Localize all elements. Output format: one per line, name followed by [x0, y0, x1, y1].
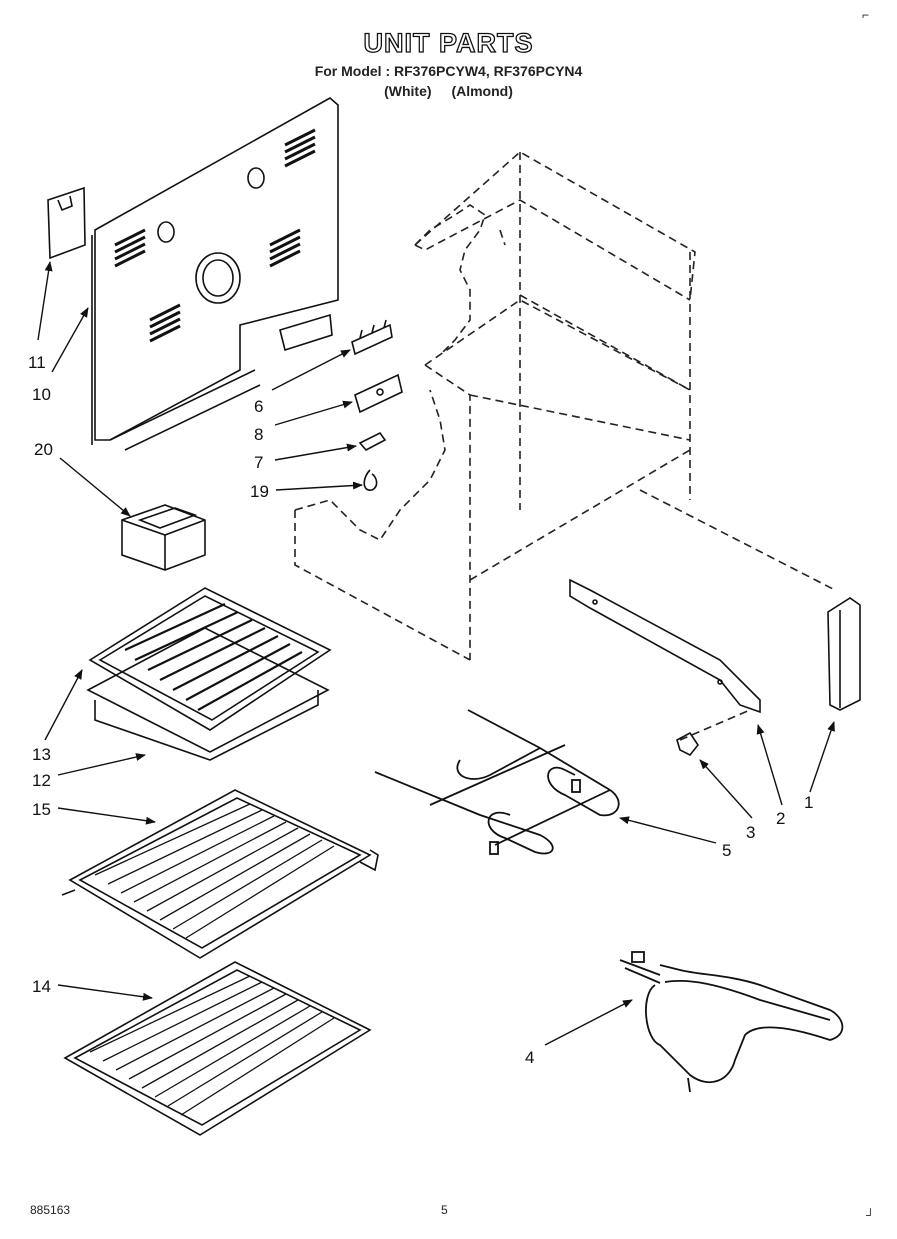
callout-10: 10 [32, 385, 51, 404]
callout-8: 8 [254, 425, 263, 444]
color-line: (White) (Almond) [0, 83, 897, 99]
callout-20: 20 [34, 440, 53, 459]
leader-6 [271, 349, 351, 391]
part-2-trim-strip [569, 578, 761, 714]
callout-14: 14 [32, 977, 51, 996]
leader-10 [51, 307, 89, 373]
leader-19 [275, 481, 363, 491]
part-3-bracket [676, 731, 699, 757]
leader-14 [57, 984, 153, 1001]
callout-13: 13 [32, 745, 51, 764]
page-number: 5 [441, 1203, 448, 1217]
color-almond: (Almond) [451, 83, 513, 99]
leader-lines [37, 261, 835, 1046]
callout-2: 2 [776, 809, 785, 828]
leader-7 [274, 443, 357, 461]
leader-8 [274, 400, 353, 426]
callout-1: 1 [804, 793, 813, 812]
part-15-oven-rack [61, 789, 379, 959]
page-title: UNIT PARTS [363, 27, 534, 58]
part-19-wire-clip [363, 469, 378, 491]
leader-2 [756, 724, 783, 806]
part-11-bracket [47, 186, 86, 260]
leader-11 [37, 261, 53, 341]
leader-5 [619, 816, 717, 844]
callout-6: 6 [254, 397, 263, 416]
leader-3 [699, 759, 753, 819]
callout-7: 7 [254, 453, 263, 472]
callout-labels: 11 10 6 8 7 19 20 13 12 15 14 5 3 2 1 4 [28, 353, 813, 1067]
leader-4 [544, 999, 633, 1046]
part-14-oven-rack [63, 961, 372, 1136]
leader-15 [57, 807, 156, 825]
part-13-broiler-grid [88, 587, 332, 731]
part-5-bake-element [374, 709, 620, 855]
callout-5: 5 [722, 841, 731, 860]
part-8-bracket [354, 373, 403, 414]
leader-12 [57, 753, 146, 776]
model-line: For Model : RF376PCYW4, RF376PCYN4 [314, 63, 583, 79]
document-number: 885163 [30, 1203, 71, 1217]
oven-cavity-outline [294, 151, 836, 741]
part-7-clip [358, 431, 387, 452]
leader-20 [59, 457, 131, 517]
rear-panel [91, 97, 339, 451]
callout-19: 19 [250, 482, 269, 501]
callout-4: 4 [525, 1048, 534, 1067]
corner-mark-top-right: ⌐ [862, 8, 870, 22]
part-1-side-trim [827, 597, 861, 711]
part-20-box [121, 504, 206, 571]
leader-13 [44, 669, 83, 741]
callout-11: 11 [28, 353, 46, 372]
part-6-terminal-block [351, 319, 393, 356]
callout-15: 15 [32, 800, 51, 819]
part-4-broil-element [619, 951, 844, 1093]
callout-3: 3 [746, 823, 755, 842]
part-12-broiler-pan [86, 627, 330, 761]
color-white: (White) [384, 83, 432, 99]
leader-1 [809, 721, 835, 793]
corner-mark-bottom-right: ┘ [866, 1208, 875, 1222]
callout-12: 12 [32, 771, 51, 790]
